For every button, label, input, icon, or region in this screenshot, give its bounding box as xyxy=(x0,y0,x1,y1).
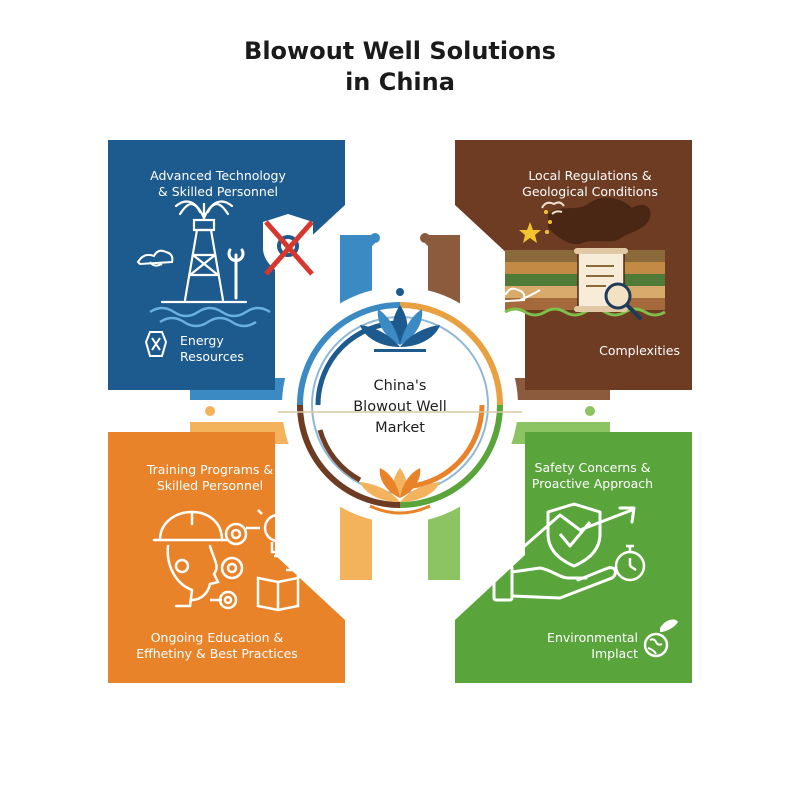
crossed-shield-icon xyxy=(263,214,314,278)
heading-line-2: Geological Conditions xyxy=(522,184,658,199)
globe-leaf-icon xyxy=(643,619,678,658)
cloud-icon xyxy=(541,201,565,215)
bottom-left-heading: Training Programs & Skilled Personnel xyxy=(120,462,300,494)
connector-dots xyxy=(205,233,595,416)
sub-line-1: Environmental xyxy=(547,630,638,645)
lotus-icon xyxy=(360,468,440,515)
energy-badge-icon xyxy=(144,331,168,357)
bottom-right-heading: Safety Concerns & Proactive Approach xyxy=(500,460,685,492)
heading-line-1: Safety Concerns & xyxy=(534,460,651,475)
cloud-icon xyxy=(488,287,541,304)
bottom-left-subtitle: Ongoing Education & Effhetiny & Best Pra… xyxy=(112,630,322,662)
page-title: Blowout Well Solutions in China xyxy=(0,36,800,98)
oil-rig-icon xyxy=(160,200,248,304)
book-icon xyxy=(256,568,300,612)
center-rings xyxy=(278,287,522,523)
heading-line-1: Training Programs & xyxy=(146,462,274,477)
title-line-2: in China xyxy=(345,68,455,96)
top-left-heading: Advanced Technology & Skilled Personnel xyxy=(128,168,308,200)
sub-line-2: Resources xyxy=(180,349,244,364)
panel-bottom-right xyxy=(455,432,692,683)
heading-line-1: Local Regulations & xyxy=(528,168,652,183)
heading-line-2: & Skilled Personnel xyxy=(157,184,278,199)
sub-line-2: Implact xyxy=(591,646,638,661)
sub-line: Complexities xyxy=(599,343,680,358)
waves xyxy=(149,306,271,328)
wrench-icon xyxy=(227,248,245,300)
stopwatch-icon xyxy=(614,544,646,582)
panel-bottom-left xyxy=(108,432,345,683)
sub-line-1: Energy xyxy=(180,333,224,348)
center-label: China's Blowout Well Market xyxy=(320,376,480,439)
top-right-subtitle: Complexities xyxy=(560,343,680,359)
star-icon xyxy=(519,210,552,243)
title-line-1: Blowout Well Solutions xyxy=(244,37,556,65)
worker-helmet-icon xyxy=(152,510,230,608)
sub-line-2: Effhetiny & Best Practices xyxy=(136,646,298,661)
heading-line-2: Proactive Approach xyxy=(531,476,654,491)
center-line-1: China's xyxy=(373,378,427,394)
heading-line-2: Skilled Personnel xyxy=(156,478,264,493)
heading-line-1: Advanced Technology xyxy=(150,168,286,183)
bottom-right-subtitle: Environmental Implact xyxy=(530,630,638,662)
sub-line-1: Ongoing Education & xyxy=(150,630,284,645)
center-line-3: Market xyxy=(375,420,425,436)
magnifier-icon xyxy=(604,282,642,320)
panel-top-left xyxy=(108,140,345,390)
china-map-icon xyxy=(548,197,651,245)
hand-icon xyxy=(492,564,617,602)
cloud-icon xyxy=(136,249,174,267)
lotus-icon xyxy=(360,305,440,352)
center-line-2: Blowout Well xyxy=(353,399,447,415)
top-left-subtitle: Energy Resources xyxy=(180,333,280,365)
up-arrow-icon xyxy=(518,506,636,552)
top-right-heading: Local Regulations & Geological Condition… xyxy=(500,168,680,200)
gears-icon xyxy=(210,522,260,610)
lightbulb-icon xyxy=(257,502,299,558)
